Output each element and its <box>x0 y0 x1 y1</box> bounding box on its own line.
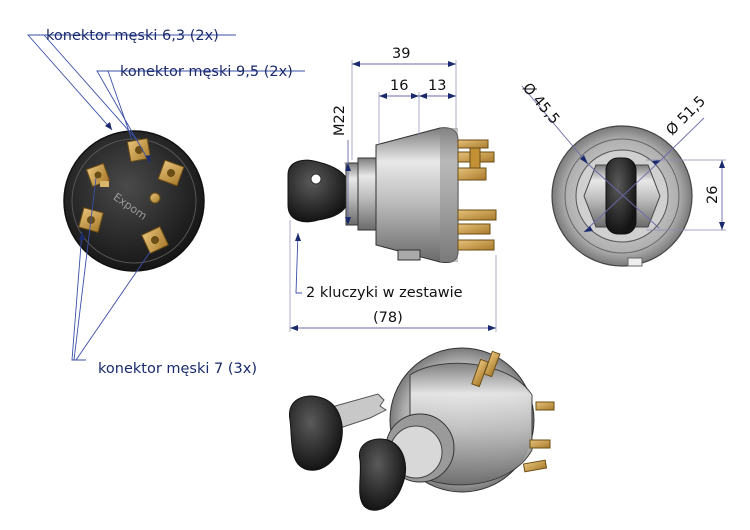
dim-39: 39 <box>392 46 410 62</box>
label-connector-9-5: konektor męski 9,5 (2x) <box>120 64 293 80</box>
back-view: Expom <box>63 130 205 272</box>
dim-m22: M22 <box>332 105 348 136</box>
dimensions-front <box>521 85 726 233</box>
side-view <box>287 127 497 263</box>
key-head-side <box>287 159 349 223</box>
dim-16: 16 <box>390 78 408 94</box>
terminal-top <box>126 137 152 163</box>
thread-bushing <box>357 157 377 231</box>
dimensions-side <box>289 60 497 332</box>
dim-overall: (78) <box>373 310 403 326</box>
terminal-center <box>149 192 161 204</box>
dim-dia-45-5: Ø 45,5 <box>519 80 562 127</box>
key-in-switch <box>358 438 406 511</box>
leaders-left <box>27 34 305 361</box>
terminal-lower-right <box>141 226 169 254</box>
key-head <box>288 395 343 471</box>
render-3d <box>288 347 555 511</box>
dim-dia-51-5: Ø 51,5 <box>664 93 709 138</box>
label-connector-6-3: konektor męski 6,3 (2x) <box>46 28 219 44</box>
dim-13: 13 <box>428 78 446 94</box>
label-keys: 2 kluczyki w zestawie <box>306 285 463 301</box>
terminal-upper-right <box>157 159 185 187</box>
loose-key <box>288 393 387 471</box>
key-head-front <box>605 157 637 235</box>
dim-26: 26 <box>705 186 721 204</box>
label-connector-7: konektor męski 7 (3x) <box>98 361 257 377</box>
terminals-3d <box>471 350 555 473</box>
